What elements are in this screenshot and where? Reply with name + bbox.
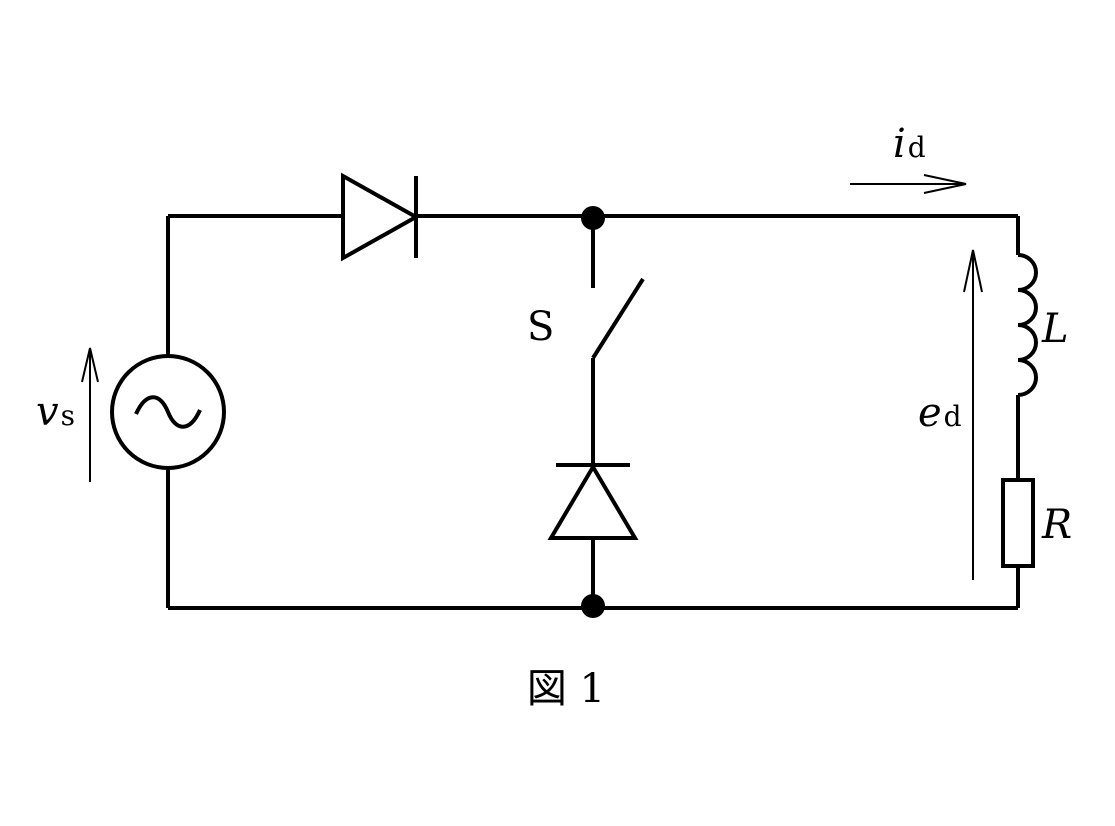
wires [166,214,1020,610]
ac-source [110,354,226,470]
current-label: id [893,121,926,167]
source-voltage-arrow [81,347,99,482]
diode-series [341,172,421,262]
load-voltage-label: ed [918,390,962,436]
current-arrow [850,174,967,194]
junction-top [581,206,605,230]
resistor [1001,478,1035,568]
switch [591,277,645,360]
figure-caption: 図 1 [527,666,605,712]
inductor-label: L [1041,306,1069,352]
diode-freewheel [547,463,639,540]
junction-bottom [581,594,605,618]
source-voltage-label: vs [36,389,75,435]
switch-label: S [527,304,554,350]
load-voltage-arrow [963,249,983,580]
resistor-label: R [1041,502,1072,548]
inductor [1017,253,1038,397]
